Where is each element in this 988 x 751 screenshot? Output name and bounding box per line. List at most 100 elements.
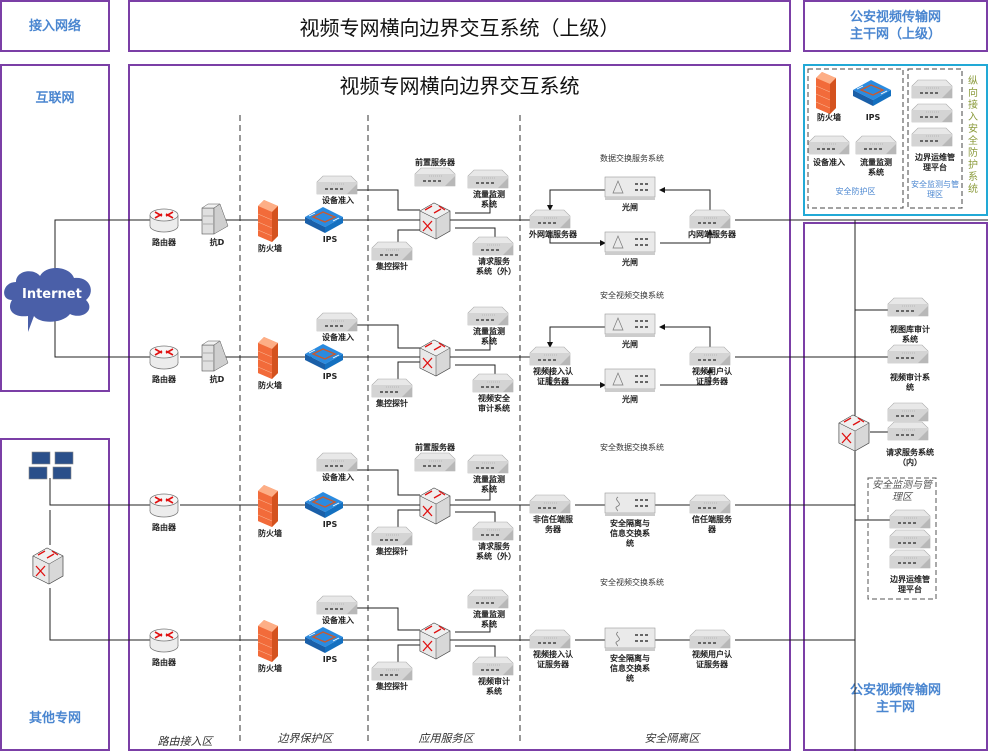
ops-platform-server-icon [889,549,931,569]
ips-icon [304,206,344,234]
anti-ddos-label: 抗D [209,238,225,247]
upper-traffic-server-icon [855,135,897,155]
upper-firewall-label: 防火墙 [817,113,841,122]
probe-label: 集控探针 [376,262,408,271]
core-switch-icon [419,622,451,660]
ips-icon [304,626,344,654]
extra-label: 请求服务系统（外） [476,257,516,276]
main-title: 视频专网横向边界交互系统 [339,74,580,98]
optical-gate-icon [604,231,656,256]
access-network-header: 接入网络 [0,0,110,52]
left-server-icon [529,494,571,514]
upper-ops-server-icon [911,79,953,99]
backbone-line1: 公安视频传输网 [849,683,941,698]
extra-server-icon [472,373,514,393]
firewall-label: 防火墙 [258,381,282,390]
extra-label: 视频审计系统 [478,677,510,696]
ops-platform-server-icon [889,509,931,529]
desktop-computers-icon [28,451,74,480]
optical-gate-icon [604,176,656,201]
optical-gate-icon [604,313,656,338]
other-network-title: 其他专网 [28,711,81,726]
router-label: 路由器 [152,375,176,384]
left-server-icon [529,209,571,229]
extra-server-icon [472,521,514,541]
upper-ops-server-icon [911,127,953,147]
monitor-zone-title: 安全监测与管理区 [872,480,932,503]
other-network-panel: 其他专网 [0,438,110,751]
title-header: 视频专网横向边界交互系统（上级） [128,0,791,52]
access-network-label: 接入网络 [28,18,81,34]
request-inner-server-icon [887,402,929,422]
ips-label: IPS [322,235,338,244]
left-server-label: 外网端服务器 [529,230,577,239]
system-title: 安全数据交换系统 [600,443,664,452]
ips-label: IPS [322,372,338,381]
right-server-label: 视频用户认证服务器 [692,367,732,386]
monitor-zone-upper-title: 安全监测与管理区 [911,180,959,199]
optical-gate-label: 光闸 [622,395,638,404]
firewall-label: 防火墙 [258,244,282,253]
core-switch-icon [419,487,451,525]
router-label: 路由器 [152,238,176,247]
optical-gate-label: 光闸 [622,203,638,212]
optical-gate-label: 光闸 [622,340,638,349]
right-server-icon [689,494,731,514]
video-audit-label: 视频审计系统 [890,373,930,392]
left-server-icon [529,629,571,649]
probe-server-icon [371,241,413,261]
traffic-label: 流量监测系统 [473,190,505,209]
zone-label-isolation: 安全隔离区 [644,732,700,745]
probe-label: 集控探针 [376,399,408,408]
extra-server-icon [472,656,514,676]
router-icon [149,208,179,233]
left-server-label: 非信任端服务器 [533,515,573,534]
firewall-icon [257,336,279,380]
probe-label: 集控探针 [376,547,408,556]
extra-label: 视频安全审计系统 [478,394,510,413]
backbone-upper-header: 公安视频传输网 主干网（上级） [803,0,988,52]
access-server-icon [316,595,358,615]
probe-server-icon [371,661,413,681]
core-switch-icon [419,339,451,377]
access-server-icon [316,452,358,472]
isolation-exchange-icon [604,492,656,517]
firewall-label: 防火墙 [258,529,282,538]
backbone-line2: 主干网 [875,700,915,715]
firewall-icon [257,199,279,243]
anti-ddos-icon [201,203,229,235]
left-server-label: 视频接入认证服务器 [533,367,573,386]
other-network-switch-icon [32,547,64,585]
upper-ips-icon [852,79,892,107]
monitor-zone-upper-box [907,68,963,209]
right-server-icon [689,209,731,229]
upper-access-server-icon [808,135,850,155]
router-icon [149,493,179,518]
protect-zone-box [807,68,904,209]
main-panel: 视频专网横向边界交互系统 [128,64,791,751]
right-server-label: 信任端服务器 [692,515,732,534]
extra-server-icon [472,236,514,256]
isolation-exchange-label: 安全隔离与信息交换系统 [610,654,650,683]
zone-label-border: 边界保护区 [277,732,333,745]
right-server-icon [689,346,731,366]
probe-label: 集控探针 [376,682,408,691]
router-icon [149,345,179,370]
anti-ddos-label: 抗D [209,375,225,384]
firewall-icon [257,484,279,528]
system-title: 安全视频交换系统 [600,578,664,587]
internet-cloud-icon [4,267,91,332]
ops-platform-label: 边界运维管理平台 [890,575,930,594]
access-server-icon [316,175,358,195]
traffic-label: 流量监测系统 [473,327,505,346]
zone-label-route: 路由接入区 [157,735,213,748]
right-server-label: 内网端服务器 [688,230,736,239]
traffic-server-icon [467,306,509,326]
probe-server-icon [371,378,413,398]
traffic-label: 流量监测系统 [473,610,505,629]
view-audit-server-icon [887,297,929,317]
isolation-exchange-icon [604,627,656,652]
request-inner-server-icon [887,421,929,441]
vertical-protection-title: 纵向接入安全防护系统 [968,76,978,195]
ips-label: IPS [322,655,338,664]
